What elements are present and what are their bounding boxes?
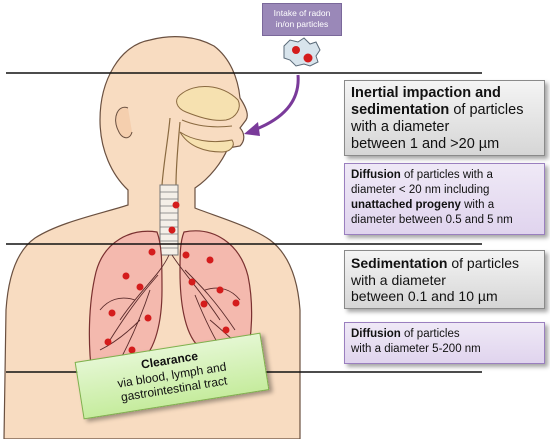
diffusion-unattached-box: Diffusion of particles with a diameter <… xyxy=(344,163,545,235)
diffusion-box: Diffusion of particles with a diameter 5… xyxy=(344,322,545,364)
sedimentation-box: Sedimentation of particles with a diamet… xyxy=(344,250,545,309)
intake-label: Intake of radon in/on particles xyxy=(262,3,342,36)
box1-line3: between 1 and >20 µm xyxy=(351,136,500,152)
box1-bold: Inertial impaction and sedimentation xyxy=(351,85,501,118)
box2-bold2: unattached progeny xyxy=(351,199,461,211)
box2-line2: diameter < 20 nm including xyxy=(351,184,490,196)
box4-rest1: of particles xyxy=(400,328,460,340)
intake-label-line1: Intake of radon xyxy=(273,8,331,18)
box2-bold1: Diffusion xyxy=(351,169,401,181)
box3-line2: with a diameter xyxy=(351,271,446,288)
box4-bold: Diffusion xyxy=(351,328,401,340)
box3-rest1: of particles xyxy=(447,255,520,271)
box2-line4: diameter between 0.5 and 5 nm xyxy=(351,214,513,226)
inhaled-particle-cluster xyxy=(283,37,321,67)
box3-bold: Sedimentation xyxy=(351,255,448,271)
box2-rest3: with a xyxy=(460,199,495,211)
inertial-impaction-box: Inertial impaction and sedimentation of … xyxy=(344,80,545,156)
box3-line3: between 0.1 and 10 µm xyxy=(351,288,498,304)
box4-line2: with a diameter 5-200 nm xyxy=(351,343,481,355)
box1-rest1: of particles xyxy=(449,102,524,118)
intake-arrow xyxy=(244,74,300,136)
nasal-cavity xyxy=(161,85,240,186)
trachea xyxy=(159,184,179,256)
box1-line2: with a diameter xyxy=(351,119,450,135)
box2-rest1: of particles with a xyxy=(400,169,493,181)
deposited-particles xyxy=(104,201,240,354)
intake-label-line2: in/on particles xyxy=(275,18,329,29)
